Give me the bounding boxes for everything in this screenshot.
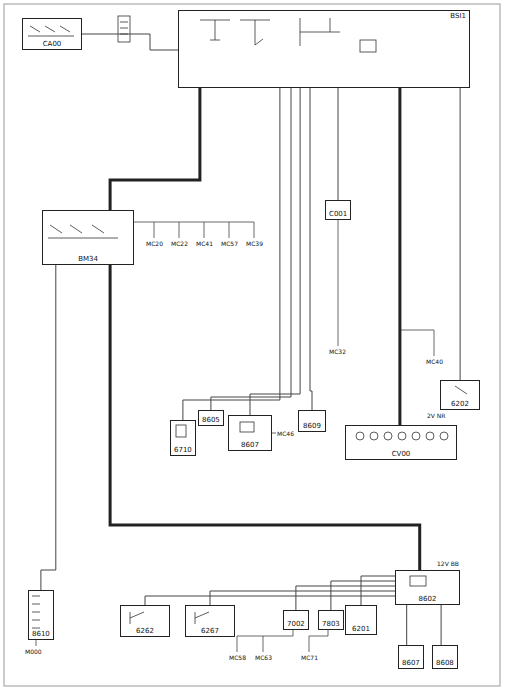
- component-code: 8610: [31, 630, 51, 638]
- wire: [250, 88, 300, 415]
- component-code: 6201: [351, 625, 371, 633]
- ground-label: MC32: [328, 348, 347, 355]
- component-code: BM34: [77, 255, 99, 263]
- component-box: 8607: [228, 415, 272, 451]
- component-box: 7002: [283, 610, 309, 630]
- wire: [441, 605, 442, 645]
- ground-label: MC41: [195, 240, 214, 247]
- component-box: 8607: [398, 645, 424, 669]
- component-box: 6267: [185, 605, 235, 637]
- component-code: 8602: [418, 595, 438, 603]
- component-box: 8602: [395, 570, 460, 605]
- component-box: 6710: [170, 420, 196, 456]
- component-box: BM34: [42, 210, 134, 265]
- wire: [406, 605, 407, 645]
- wire-bundle: [110, 265, 420, 570]
- wire: [82, 34, 178, 50]
- wire: [211, 88, 291, 410]
- ground-label: MC40: [425, 358, 444, 365]
- component-code: 6710: [173, 446, 193, 454]
- component-box: C001: [325, 200, 351, 220]
- component-code: BSI1: [449, 12, 467, 20]
- page-frame: [4, 4, 500, 686]
- component-box: 8610: [28, 590, 54, 640]
- component-box: 8608: [432, 645, 458, 669]
- component-box: 8609: [298, 410, 326, 432]
- component-box: 6202: [440, 380, 480, 410]
- ground-label: 2V NR: [426, 412, 447, 419]
- component-code: 7803: [321, 620, 341, 628]
- component-code: CA00: [42, 40, 63, 48]
- component-box: 6262: [120, 605, 170, 637]
- ground-label: MC20: [145, 240, 164, 247]
- wire: [183, 88, 280, 420]
- wire: [210, 591, 395, 605]
- ground-label: M000: [24, 648, 43, 655]
- component-code: 8607: [240, 441, 260, 449]
- component-code: 6262: [135, 627, 155, 635]
- component-box: 7803: [318, 610, 344, 630]
- ground-label: MC39: [245, 240, 264, 247]
- ground-label: 12V BB: [436, 560, 460, 567]
- component-code: 8609: [302, 422, 322, 430]
- ground-label: MC63: [254, 654, 273, 661]
- component-code: 7002: [286, 620, 306, 628]
- component-code: 8605: [201, 416, 221, 424]
- wire-bundle: [398, 88, 401, 425]
- component-box: CV00: [345, 425, 457, 460]
- component-code: 8607: [401, 659, 421, 667]
- wire: [41, 265, 56, 590]
- wire: [145, 596, 395, 605]
- component-icons: [32, 386, 467, 628]
- ground-label: MC57: [220, 240, 239, 247]
- component-code: 6267: [200, 627, 220, 635]
- wire: [460, 88, 461, 380]
- wire: [338, 88, 339, 200]
- ground-label: MC58: [228, 654, 247, 661]
- component-code: 6202: [450, 400, 470, 408]
- component-code: C001: [328, 210, 348, 218]
- ground-label: MC22: [170, 240, 189, 247]
- component-code: 8608: [435, 659, 455, 667]
- component-code: CV00: [391, 450, 412, 458]
- component-box: CA00: [22, 18, 82, 50]
- ground-label: MC71: [300, 654, 319, 661]
- component-box: BSI1: [178, 10, 470, 88]
- component-box: 8605: [198, 410, 224, 426]
- component-box: 6201: [345, 605, 377, 635]
- wire-bundle: [110, 88, 200, 210]
- ground-label: MC46: [276, 430, 295, 437]
- wire: [310, 88, 312, 410]
- ground-stubs: [36, 220, 434, 652]
